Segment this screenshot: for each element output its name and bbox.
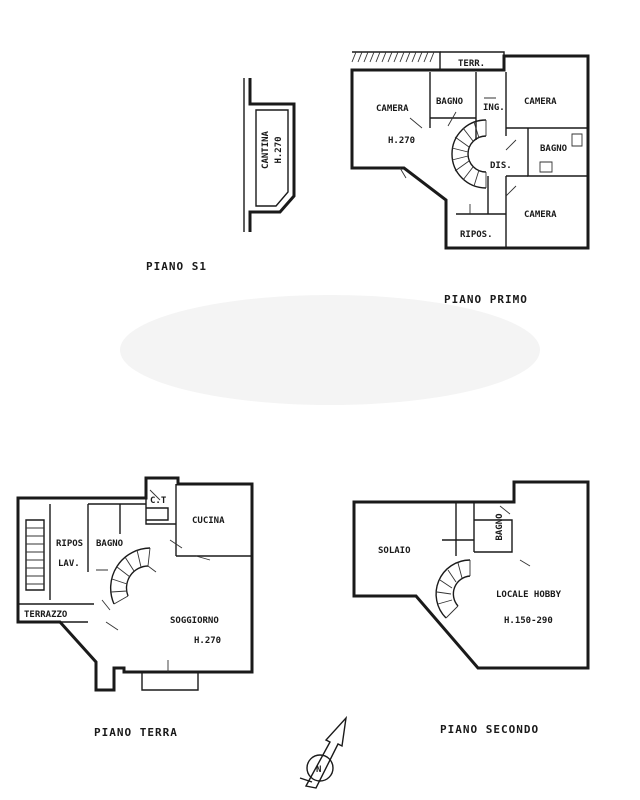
primo-camera-top-right-label: CAMERA bbox=[524, 97, 557, 107]
plan-piano-s1: CANTINA H.270 PIANO S1 bbox=[146, 78, 296, 273]
primo-ripos-label: RIPOS. bbox=[460, 230, 493, 240]
secondo-outer-walls bbox=[352, 480, 590, 670]
cantina-walls bbox=[248, 78, 296, 232]
primo-dis-label: DIS. bbox=[490, 161, 512, 171]
primo-railing-hatch bbox=[351, 51, 435, 63]
plan-piano-primo: TERR. CAMERA H.270 BAGNO ING. CAMERA BAG… bbox=[350, 51, 590, 306]
cantina-label: CANTINA bbox=[261, 130, 271, 169]
cantina-room-outline bbox=[255, 109, 289, 207]
terra-ct-label: C.T bbox=[150, 496, 167, 506]
piano-terra-title: PIANO TERRA bbox=[94, 726, 178, 739]
piano-secondo-title: PIANO SECONDO bbox=[440, 723, 539, 736]
terra-ripos-label: RIPOS bbox=[56, 539, 83, 549]
piano-primo-title: PIANO PRIMO bbox=[444, 293, 528, 306]
secondo-solaio-label: SOLAIO bbox=[378, 546, 411, 556]
terra-cucina-label: CUCINA bbox=[192, 516, 225, 526]
secondo-locale-hobby-label: LOCALE HOBBY bbox=[496, 590, 562, 600]
primo-bagno-right-label: BAGNO bbox=[540, 144, 568, 154]
plan-piano-terra: C.T CUCINA RIPOS LAV. BAGNO TERRAZZO SOG… bbox=[16, 476, 254, 739]
primo-terrace-outline bbox=[440, 51, 505, 70]
primo-door-swings bbox=[399, 97, 517, 214]
secondo-landing bbox=[442, 539, 457, 556]
primo-spiral-stair bbox=[451, 119, 487, 189]
secondo-bagno-label: BAGNO bbox=[495, 513, 505, 541]
terra-door-swings bbox=[96, 489, 211, 672]
primo-camera-bottom-right-label: CAMERA bbox=[524, 210, 557, 220]
primo-ing-label: ING. bbox=[483, 103, 505, 113]
terra-soggiorno-height: H.270 bbox=[194, 636, 221, 646]
primo-terr-label: TERR. bbox=[458, 59, 485, 69]
terra-outer-walls bbox=[16, 476, 254, 692]
piano-s1-title: PIANO S1 bbox=[146, 260, 207, 273]
terra-lav-label: LAV. bbox=[58, 559, 80, 569]
terra-spiral-stair bbox=[109, 547, 157, 605]
primo-bagno-fixture bbox=[539, 161, 553, 173]
cantina-height-label: H.270 bbox=[274, 136, 284, 163]
north-arrow-icon: N bbox=[299, 715, 348, 789]
north-arrow-label: N bbox=[316, 765, 321, 775]
terra-wall-ct bbox=[145, 498, 176, 525]
secondo-door-swings bbox=[499, 505, 531, 567]
plan-piano-secondo: SOLAIO BAGNO LOCALE HOBBY H.150-290 PIAN… bbox=[352, 480, 590, 736]
primo-camera-left-height: H.270 bbox=[388, 136, 415, 146]
secondo-bagno-box bbox=[474, 519, 513, 553]
terra-entry-step bbox=[141, 672, 199, 691]
primo-bagno-top-label: BAGNO bbox=[436, 97, 464, 107]
primo-camera-left-label: CAMERA bbox=[376, 104, 409, 114]
terra-ct-box bbox=[146, 507, 169, 521]
secondo-locale-hobby-height: H.150-290 bbox=[504, 616, 553, 626]
terra-soggiorno-label: SOGGIORNO bbox=[170, 616, 219, 626]
terra-left-stair bbox=[25, 519, 45, 591]
secondo-spiral-stair bbox=[435, 559, 471, 619]
terra-bagno-label: BAGNO bbox=[96, 539, 124, 549]
secondo-wall-bagno-left bbox=[455, 502, 474, 541]
primo-bagno-fixture-2 bbox=[571, 133, 583, 147]
terra-terrazzo-label: TERRAZZO bbox=[24, 610, 68, 620]
paper-smudge bbox=[120, 295, 540, 405]
